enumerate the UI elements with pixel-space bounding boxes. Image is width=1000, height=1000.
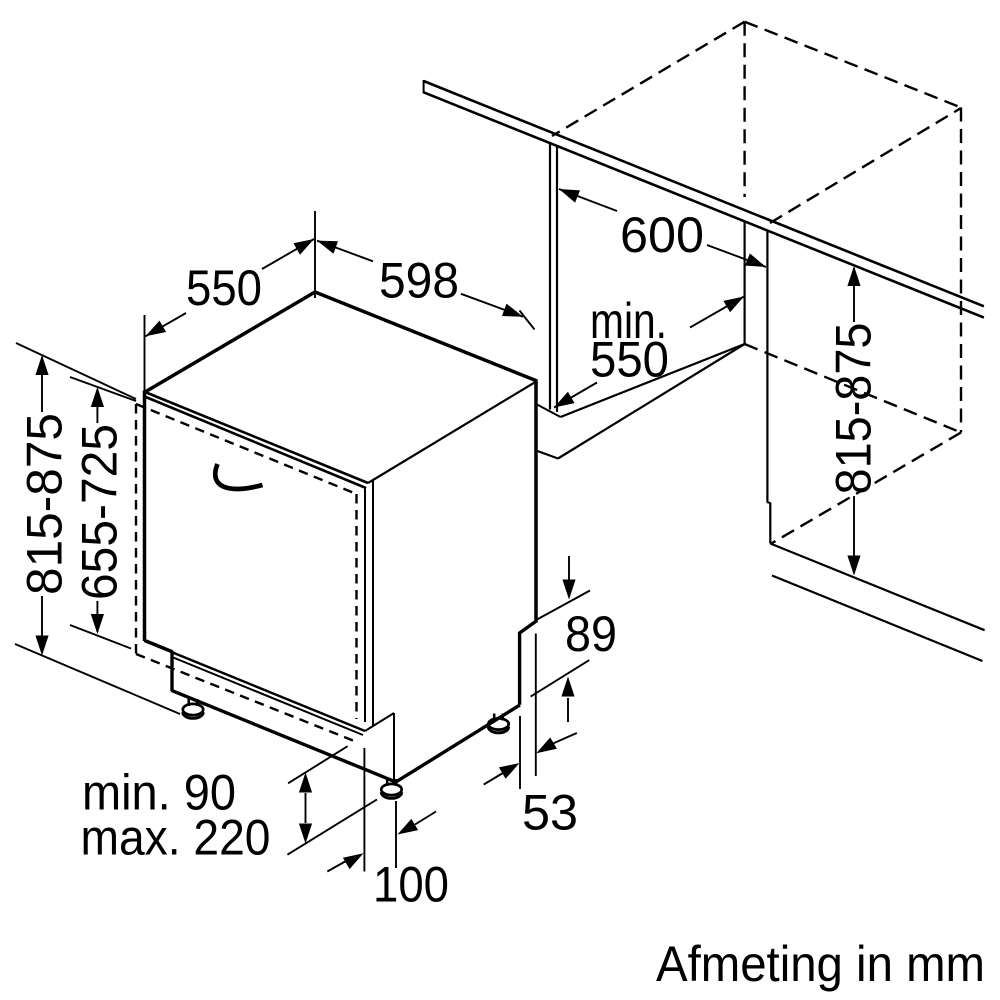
svg-text:815-875: 815-875 [17, 413, 73, 595]
svg-text:550: 550 [590, 332, 669, 388]
svg-text:600: 600 [620, 207, 704, 263]
svg-text:815-875: 815-875 [826, 323, 882, 495]
svg-text:100: 100 [373, 857, 449, 913]
svg-text:min. 90: min. 90 [82, 765, 236, 821]
svg-text:max. 220: max. 220 [81, 810, 271, 866]
svg-text:550: 550 [186, 260, 262, 316]
svg-text:89: 89 [565, 606, 617, 662]
svg-text:Afmeting in mm: Afmeting in mm [656, 936, 985, 992]
svg-text:655-725: 655-725 [72, 424, 128, 600]
svg-text:598: 598 [379, 253, 459, 309]
svg-text:min.: min. [590, 293, 667, 349]
svg-text:53: 53 [522, 785, 578, 841]
